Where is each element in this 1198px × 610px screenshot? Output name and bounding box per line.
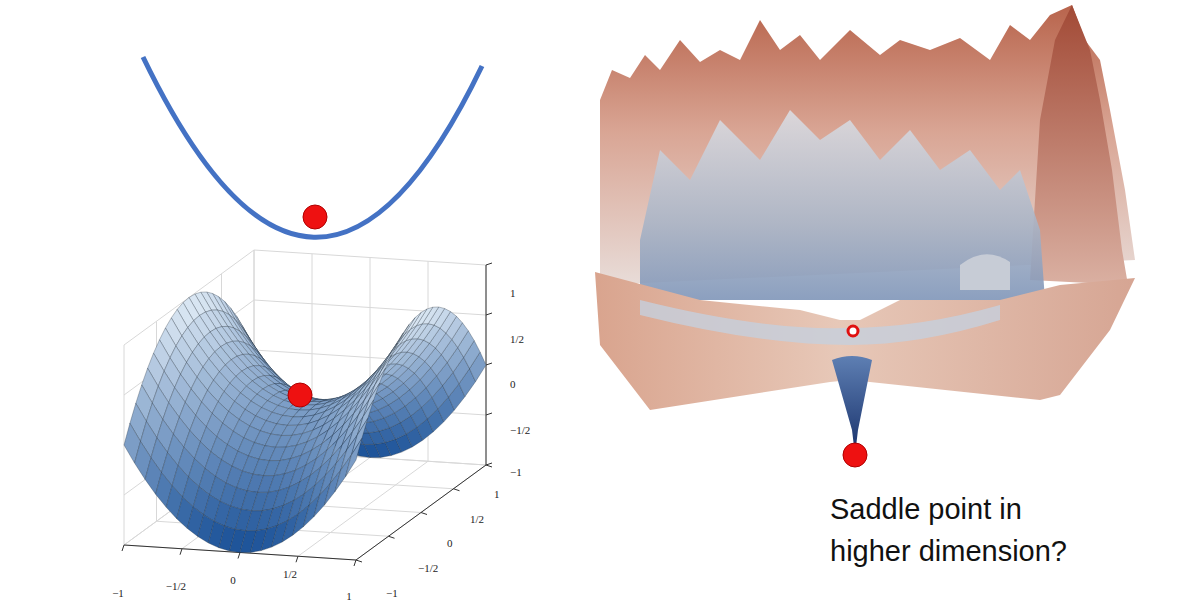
surface-patch: [335, 455, 352, 492]
tick-mark: [354, 560, 356, 566]
tick-mark: [356, 560, 362, 562]
grid-line: [356, 465, 486, 560]
tick-mark: [389, 536, 395, 538]
landscape-valley: [640, 110, 1045, 300]
surface-patch: [369, 368, 385, 400]
surface-patch: [346, 438, 362, 476]
surface-patch: [324, 470, 340, 505]
parabola-curve: [143, 57, 482, 237]
axis-line: [356, 465, 486, 560]
tick-mark: [486, 413, 492, 415]
surface-patch: [363, 383, 379, 416]
grid-line: [240, 458, 370, 553]
saddle-plot: [122, 250, 492, 566]
tick-mark: [486, 313, 492, 315]
tick-label: −1: [386, 587, 398, 599]
note-text: Saddle point in higher dimension?: [830, 488, 1100, 572]
tick-label: 1/2: [470, 513, 484, 525]
surface-patch: [375, 355, 392, 385]
tick-label: −1: [510, 466, 522, 478]
tick-mark: [238, 553, 240, 559]
tick-mark: [421, 513, 427, 515]
tick-label: 0: [510, 378, 516, 390]
minimum-dot: [843, 443, 867, 467]
tick-label: −1: [112, 587, 124, 599]
surface-patch: [357, 400, 373, 435]
grid-line: [254, 250, 486, 265]
grid-line: [298, 461, 428, 556]
saddle-dot: [848, 326, 858, 336]
minimum-dot: [303, 205, 327, 229]
saddle-dot: [288, 383, 312, 407]
tick-label: −1/2: [510, 424, 530, 436]
tick-mark: [180, 549, 182, 555]
tick-mark: [486, 363, 492, 365]
landscape-basin: [640, 300, 1000, 345]
tick-label: −1/2: [166, 580, 186, 592]
surface-patch: [351, 418, 367, 455]
tick-label: 0: [230, 574, 236, 586]
tick-mark: [454, 489, 460, 491]
tick-label: 1/2: [510, 333, 524, 345]
tick-label: 1/2: [283, 568, 297, 580]
landscape-peak: [1030, 5, 1128, 285]
tick-mark: [486, 465, 492, 467]
surface-patch: [394, 329, 411, 349]
surface-patch: [405, 313, 422, 335]
landscape-funnel: [832, 356, 872, 455]
tick-mark: [296, 556, 298, 562]
tick-label: 0: [447, 537, 453, 549]
tick-mark: [486, 463, 492, 465]
tick-mark: [122, 545, 124, 551]
loss-landscape: [595, 5, 1135, 467]
tick-label: 1: [510, 287, 516, 299]
tick-label: 1: [346, 590, 352, 602]
tick-label: −1/2: [418, 562, 438, 574]
surface-patch: [411, 309, 427, 329]
tick-mark: [486, 263, 492, 265]
tick-label: 1: [494, 488, 500, 500]
parabola: [143, 57, 482, 237]
landscape-dome: [960, 254, 1010, 290]
